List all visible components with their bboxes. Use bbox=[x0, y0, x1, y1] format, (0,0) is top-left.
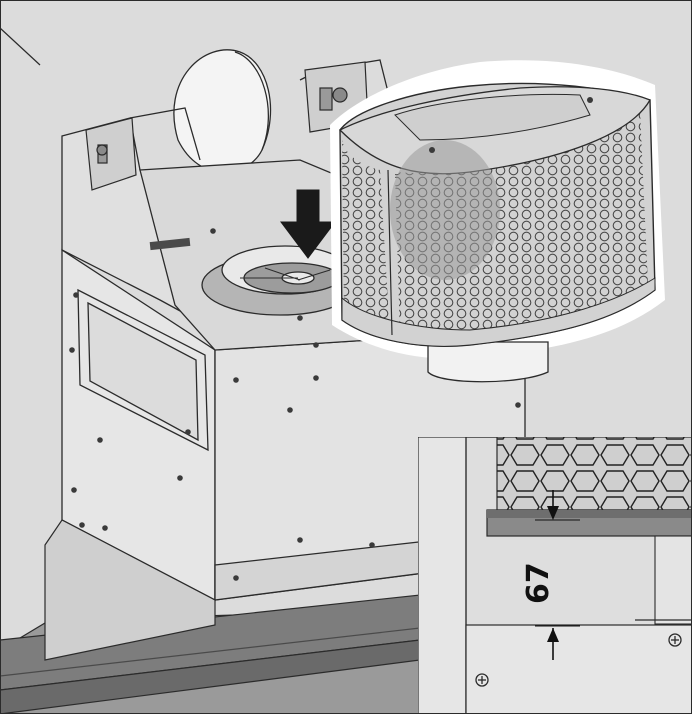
control-strip bbox=[149, 237, 191, 251]
hood-canopy bbox=[0, 519, 421, 714]
dimension-value: 67 bbox=[521, 562, 556, 604]
carbon-filter bbox=[330, 60, 665, 383]
detail-inset: 67 bbox=[418, 437, 692, 714]
arrow-down-icon bbox=[280, 189, 336, 259]
dimension-arrows bbox=[535, 490, 580, 660]
housing-screws bbox=[69, 228, 521, 581]
fan-outlet-ring bbox=[201, 245, 359, 316]
bracket-left bbox=[85, 117, 137, 191]
inset-housing-top bbox=[465, 624, 692, 714]
screw-icon bbox=[475, 633, 682, 687]
